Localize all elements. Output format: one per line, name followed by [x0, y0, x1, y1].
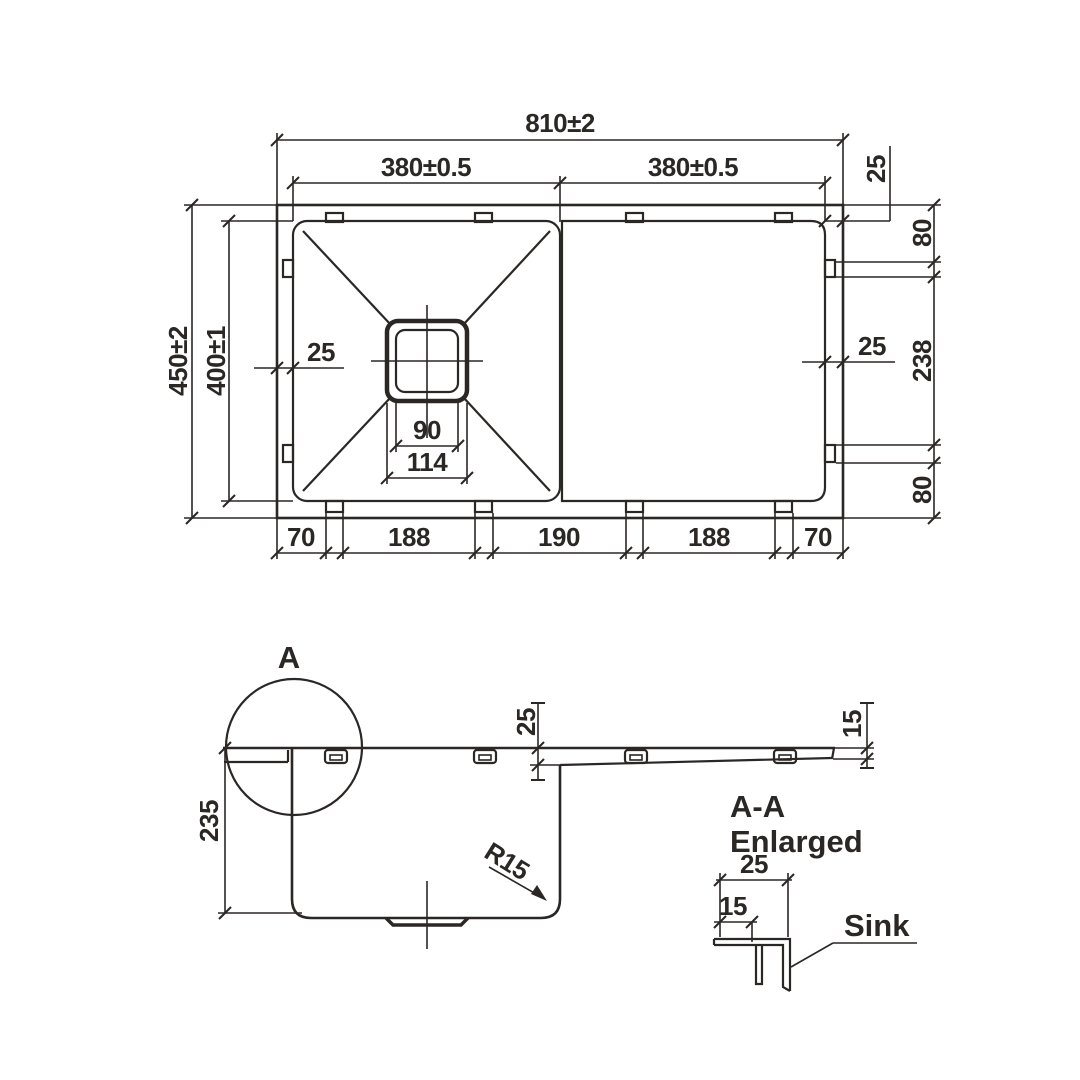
plan-dimension-lines — [184, 133, 941, 559]
dim-drain-outer-label: 114 — [407, 447, 448, 477]
dim-right-top-label: 80 — [907, 219, 937, 247]
dim-drain-inner-label: 90 — [413, 415, 441, 445]
dim-corner-rim-label: 25 — [861, 155, 891, 183]
section-drain-mark — [384, 881, 470, 949]
dim-right-width-label: 380±0.5 — [648, 152, 738, 182]
section-drainboard-slope — [559, 756, 833, 767]
detail-marker-label: A — [278, 640, 300, 675]
dim-right-bottom-label: 80 — [907, 476, 937, 504]
sink-drainboard-outline — [560, 219, 827, 503]
sink-callout-leader — [790, 942, 917, 968]
detail-title-line1: A-A — [730, 789, 785, 824]
section-bowl-profile — [290, 748, 562, 920]
dim-bottom-3-label: 190 — [538, 522, 580, 552]
dim-inner-depth-label: 400±1 — [201, 326, 231, 396]
dim-bottom-4-label: 188 — [688, 522, 730, 552]
dim-bottom-5-label: 70 — [804, 522, 832, 552]
dim-rim-right-label: 25 — [858, 331, 886, 361]
mounting-clips-section — [323, 748, 798, 765]
section-dimension-lines — [218, 703, 874, 914]
sink-bowl-outline — [291, 219, 562, 503]
dim-right-center-label: 238 — [907, 340, 937, 382]
dim-bowl-depth-label: 235 — [194, 800, 224, 842]
dim-left-width-label: 380±0.5 — [381, 152, 471, 182]
dim-flange-width-label: 25 — [740, 849, 768, 879]
bowl-slope-lines — [302, 230, 551, 492]
dim-edge-height-label: 15 — [837, 710, 867, 738]
mounting-clips-plan — [281, 211, 837, 514]
dim-hook-offset-label: 15 — [719, 891, 747, 921]
dim-rim-left-label: 25 — [307, 337, 335, 367]
radius-leader-arrow — [531, 885, 547, 901]
dim-bottom-1-label: 70 — [287, 522, 315, 552]
rim-profile-detail — [712, 937, 792, 992]
plan-view: 810±2 380±0.5 380±0.5 25 80 238 80 450±2… — [163, 108, 941, 559]
detail-title-line2: Enlarged — [730, 824, 863, 859]
dim-corner-radius-label: R15 — [479, 836, 534, 886]
dim-overall-depth-label: 450±2 — [163, 326, 193, 396]
sink-callout-label: Sink — [844, 908, 910, 943]
dim-overall-width-label: 810±2 — [525, 108, 595, 138]
dimension-tick-marks — [185, 133, 941, 929]
dim-rim-step-label: 25 — [511, 708, 541, 736]
dim-bottom-2-label: 188 — [388, 522, 430, 552]
section-right-end — [830, 747, 836, 760]
detail-view: A-A Enlarged 25 15 Sink — [712, 789, 917, 992]
drain-outline — [371, 305, 483, 438]
